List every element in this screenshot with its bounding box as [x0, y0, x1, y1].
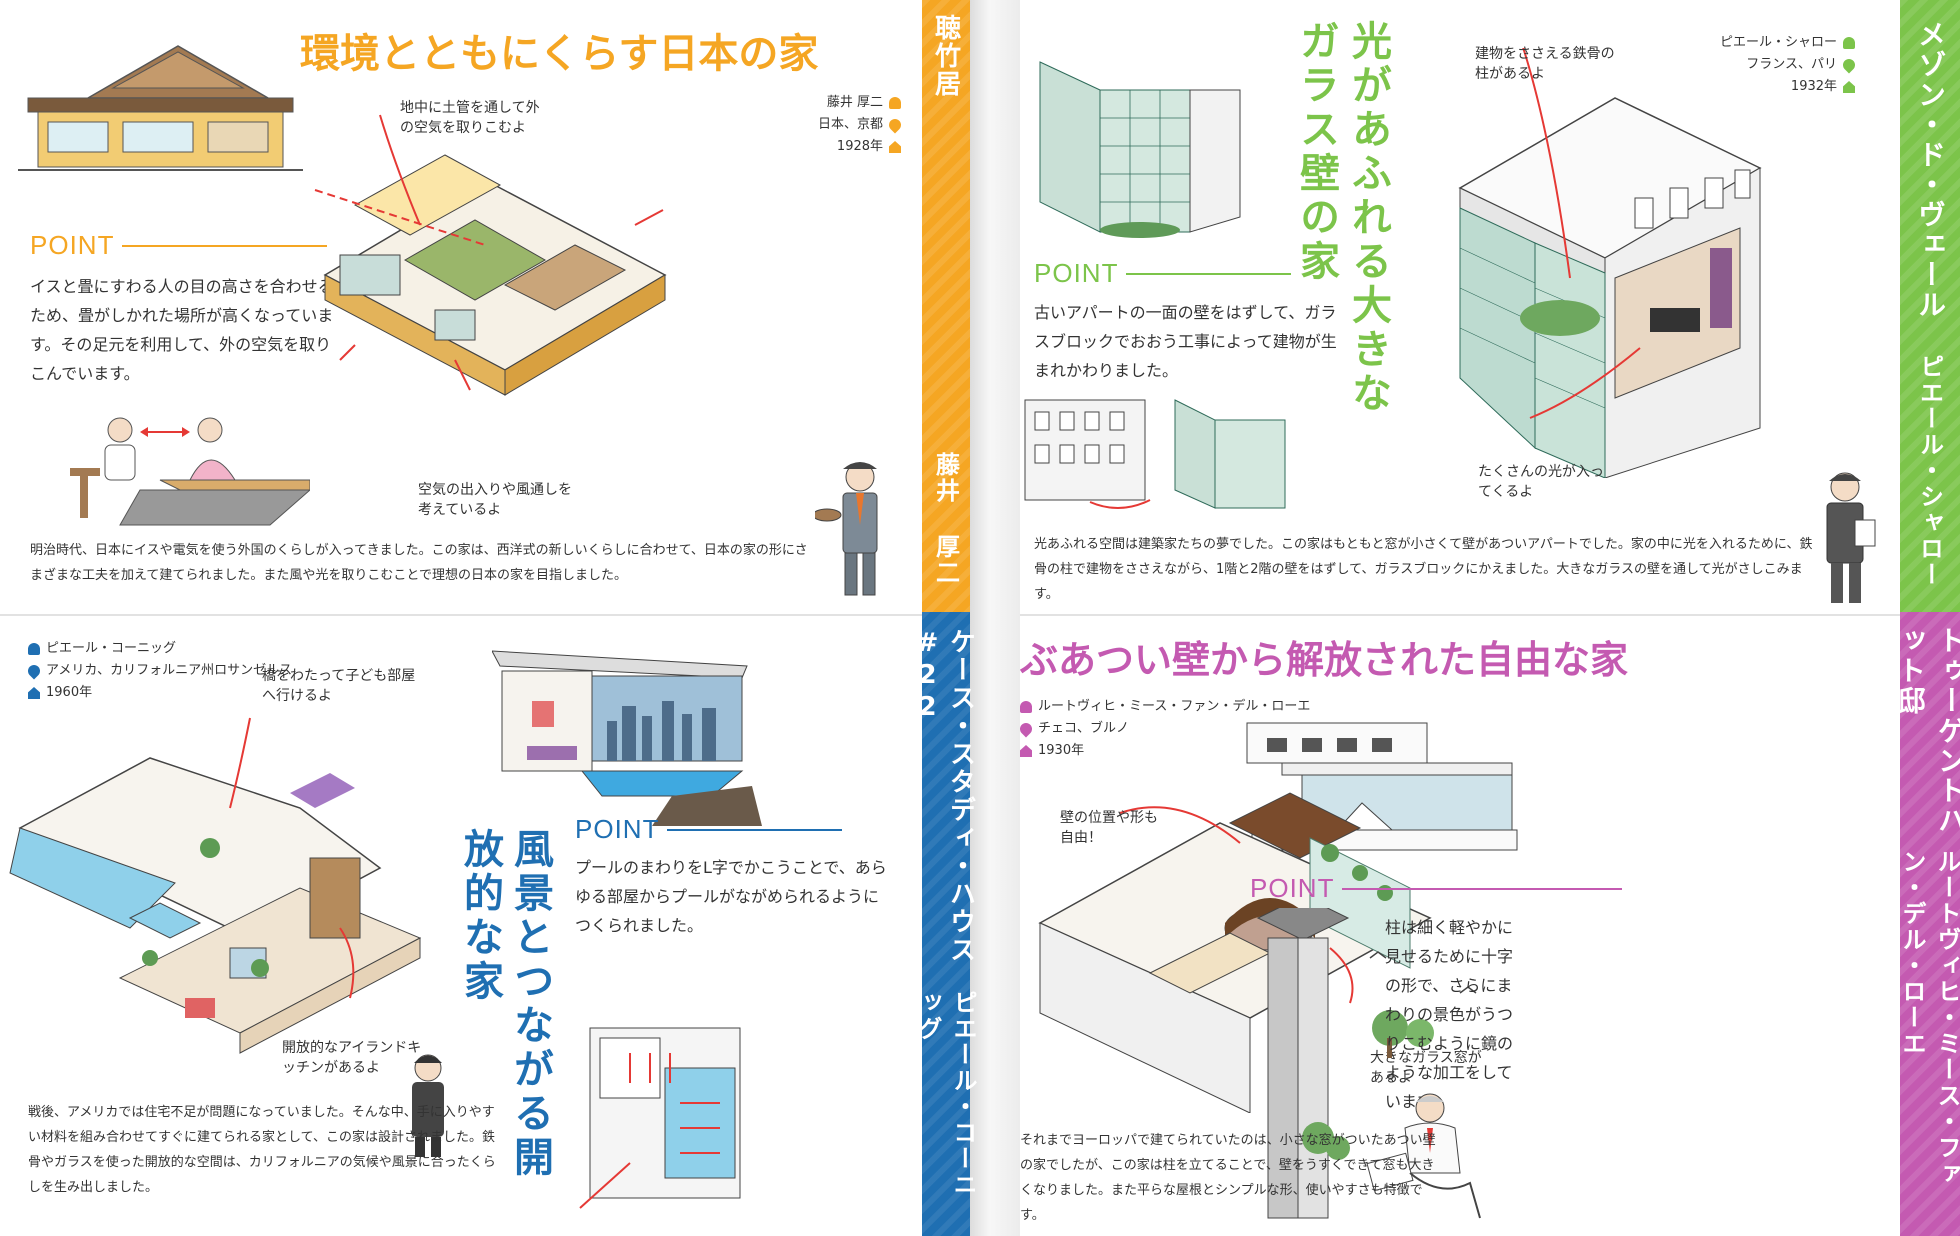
house-elevation-illustration	[18, 45, 303, 171]
birds-trees-illustration	[1369, 951, 1477, 1058]
page-title-tr-text: 光があふれる大きなガラス壁の家	[1293, 20, 1391, 416]
cliff-house-illustration	[492, 650, 762, 826]
callout-2-br: 大きなガラス窓があるよ	[1370, 1050, 1482, 1086]
band-architect: ルートヴィヒ・ミース・ファン・デル・ローエ	[1898, 848, 1960, 1187]
body-text-bl: 戦後、アメリカでは住宅不足が問題になっていました。そんな中、手に入りやすい材料を…	[28, 1105, 496, 1195]
page-title-bl: 風景とつながる開放的な家	[455, 828, 555, 1198]
title-band-tugendhat: トゥーゲントハット邸 ルートヴィヒ・ミース・ファン・デル・ローエ	[1894, 612, 1960, 1236]
point-text-br: 柱は細く軽やかに見せるために十字の形で、さらにまわりの景色がうつりこむように鏡の…	[1385, 918, 1514, 1111]
section-maison-de-verre: 光があふれる大きなガラス壁の家 ピエール・シャロー フランス、パリ 1932年 …	[1020, 0, 1900, 612]
maison-de-verre-illustration	[1458, 48, 1762, 478]
plan-view-illustration	[579, 1027, 741, 1209]
page-title-br: ぶあつい壁から解放された自由な家	[1020, 638, 1629, 682]
point-label: POINT	[575, 814, 660, 844]
callout-1-tl: 地中に土管を通して外の空気を取りこむよ	[400, 100, 540, 136]
house-icon	[28, 687, 40, 699]
year: 1932年	[1790, 79, 1838, 94]
point-rule	[667, 828, 843, 831]
callout-2-tl: 空気の出入りや風通しを考えているよ	[418, 482, 572, 518]
point-rule	[1126, 272, 1292, 275]
eye-level-illustration	[70, 417, 310, 526]
section-divider-right	[1020, 614, 1900, 616]
pin-icon	[886, 116, 904, 134]
meta-bl: ピエール・コーニッグ アメリカ、カリフォルニア州ロサンゼルス 1960年	[25, 638, 293, 704]
point-rule	[1342, 887, 1623, 890]
callout-1-bl: 橋をわたって子ども部屋へ行けるよ	[262, 668, 416, 704]
pool-house-illustration	[9, 717, 422, 1054]
meta-tl: 藤井 厚二 日本、京都 1928年	[818, 92, 904, 158]
person-icon	[1843, 37, 1856, 49]
before-after-illustration	[1024, 399, 1286, 510]
title-band-maison-de-verre: メゾン・ド・ヴェール ピエール・シャロー	[1900, 0, 1960, 612]
architect-name: ルートヴィヒ・ミース・ファン・デル・ローエ	[1038, 699, 1311, 714]
pin-icon	[1020, 720, 1035, 738]
architect-name: 藤井 厚二	[826, 95, 884, 110]
callout-2-bl: 開放的なアイランドキッチンがあるよ	[282, 1040, 422, 1076]
glass-facade-illustration	[1039, 61, 1241, 238]
location: チェコ、ブルノ	[1038, 721, 1130, 736]
callout-1-tr: 建物をささえる鉄骨の柱があるよ	[1475, 46, 1615, 82]
person-icon	[889, 97, 902, 109]
person-icon	[28, 643, 40, 655]
guide-character	[412, 1054, 444, 1157]
guide-character	[815, 462, 878, 596]
pin-icon	[1840, 56, 1858, 74]
page-title-tr: 光があふれる大きなガラス壁の家	[1290, 20, 1405, 430]
guide-character	[1826, 472, 1876, 603]
band-title: ケース・スタディ・ハウス#22	[912, 628, 976, 964]
cruciform-column-illustration	[1256, 908, 1350, 1219]
person-icon	[1020, 701, 1032, 713]
location: フランス、パリ	[1746, 57, 1838, 72]
isometric-house-illustration	[314, 114, 667, 396]
book-spine	[970, 0, 1020, 1236]
pin-icon	[25, 662, 43, 680]
meta-tr: ピエール・シャロー フランス、パリ 1932年	[1720, 32, 1858, 98]
title-band-chochikukyo: 聴竹居 藤井 厚二	[922, 0, 970, 612]
meta-br: ルートヴィヒ・ミース・ファン・デル・ローエ チェコ、ブルノ 1930年	[1020, 696, 1310, 762]
house-icon	[889, 141, 902, 153]
page-title-tl: 環境とともにくらす日本の家	[300, 31, 819, 77]
location: 日本、京都	[818, 117, 884, 132]
point-label: POINT	[1250, 873, 1335, 903]
point-rule	[122, 244, 328, 247]
year: 1928年	[836, 139, 884, 154]
point-text-tl: イスと畳にすわる人の目の高さを合わせるため、畳がしかれた場所が高くなっています。…	[30, 277, 334, 383]
body-text-tl: 明治時代、日本にイスや電気を使う外国のくらしが入ってきました。この家は、西洋式の…	[30, 543, 808, 583]
point-label: POINT	[30, 230, 115, 260]
house-icon	[1843, 81, 1856, 93]
location: アメリカ、カリフォルニア州ロサンゼルス	[46, 663, 293, 678]
year: 1930年	[1038, 743, 1085, 758]
callout-1-br: 壁の位置や形も自由！	[1060, 810, 1158, 846]
page-title-bl-text: 風景とつながる開放的な家	[457, 828, 553, 1180]
body-text-br: それまでヨーロッパで建てられていたのは、小さな窓がついたあつい壁の家でしたが、こ…	[1020, 1133, 1436, 1223]
point-text-tr: 古いアパートの一面の壁をはずして、ガラスブロックでおおう工事によって建物が生まれ…	[1034, 303, 1337, 380]
point-heading-tl: POINT	[30, 230, 328, 261]
section-case-study-22: ピエール・コーニッグ アメリカ、カリフォルニア州ロサンゼルス 1960年 橋をわ…	[0, 618, 922, 1236]
callout-2-tr: たくさんの光が入ってくるよ	[1478, 464, 1604, 500]
band-architect: 藤井 厚二	[931, 452, 960, 586]
point-heading-bl: POINT	[575, 814, 843, 845]
point-text-bl: プールのまわりをL字でかこうことで、あらゆる部屋からプールがながめられるようにつ…	[575, 858, 887, 935]
band-title: メゾン・ド・ヴェール	[1914, 20, 1947, 320]
band-architect: ピエール・コーニッグ	[914, 990, 977, 1199]
title-band-case-study-22: ケース・スタディ・ハウス#22 ピエール・コーニッグ	[913, 612, 977, 1236]
section-tugendhat: ぶあつい壁から解放された自由な家 ルートヴィヒ・ミース・ファン・デル・ローエ チ…	[1020, 618, 1900, 1236]
section-chochikukyo: 環境とともにくらす日本の家 藤井 厚二 日本、京都 1928年 POINT イス…	[0, 0, 922, 612]
body-text-tr: 光あふれる空間は建築家たちの夢でした。この家はもともと窓が小さくて壁があついアパ…	[1034, 537, 1813, 602]
architect-name: ピエール・コーニッグ	[46, 641, 177, 656]
band-title: トゥーゲントハット邸	[1894, 626, 1960, 836]
band-architect: ピエール・シャロー	[1915, 354, 1944, 588]
house-icon	[1020, 745, 1032, 757]
year: 1960年	[46, 685, 93, 700]
point-heading-br: POINT	[1250, 873, 1623, 904]
point-label: POINT	[1034, 258, 1119, 288]
guide-character	[1366, 1093, 1481, 1219]
band-title: 聴竹居	[930, 14, 961, 98]
tugendhat-interior-illustration	[1038, 792, 1432, 1113]
section-divider-left	[0, 614, 922, 616]
point-heading-tr: POINT	[1034, 258, 1292, 289]
architect-name: ピエール・シャロー	[1720, 35, 1838, 50]
